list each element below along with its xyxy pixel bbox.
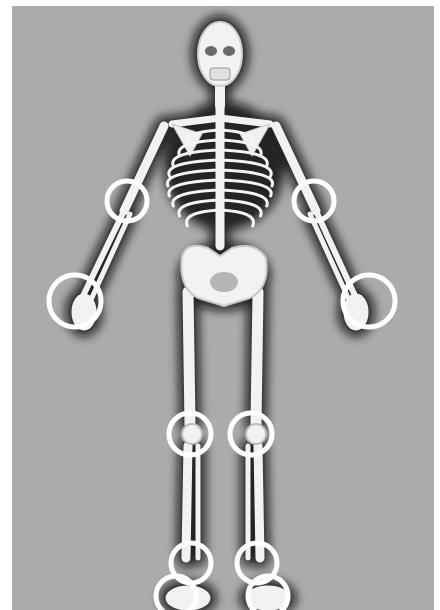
right-knee <box>246 424 266 444</box>
left-eye-socket <box>205 46 217 56</box>
jaw <box>210 68 230 80</box>
skeleton-image-panel <box>12 6 434 610</box>
left-knee <box>182 424 202 444</box>
left-femur <box>188 292 190 424</box>
pelvic-opening <box>210 272 238 292</box>
right-eye-socket <box>223 46 235 56</box>
right-femur <box>256 292 258 424</box>
skeleton-illustration <box>12 6 434 610</box>
left-foot <box>166 586 210 610</box>
